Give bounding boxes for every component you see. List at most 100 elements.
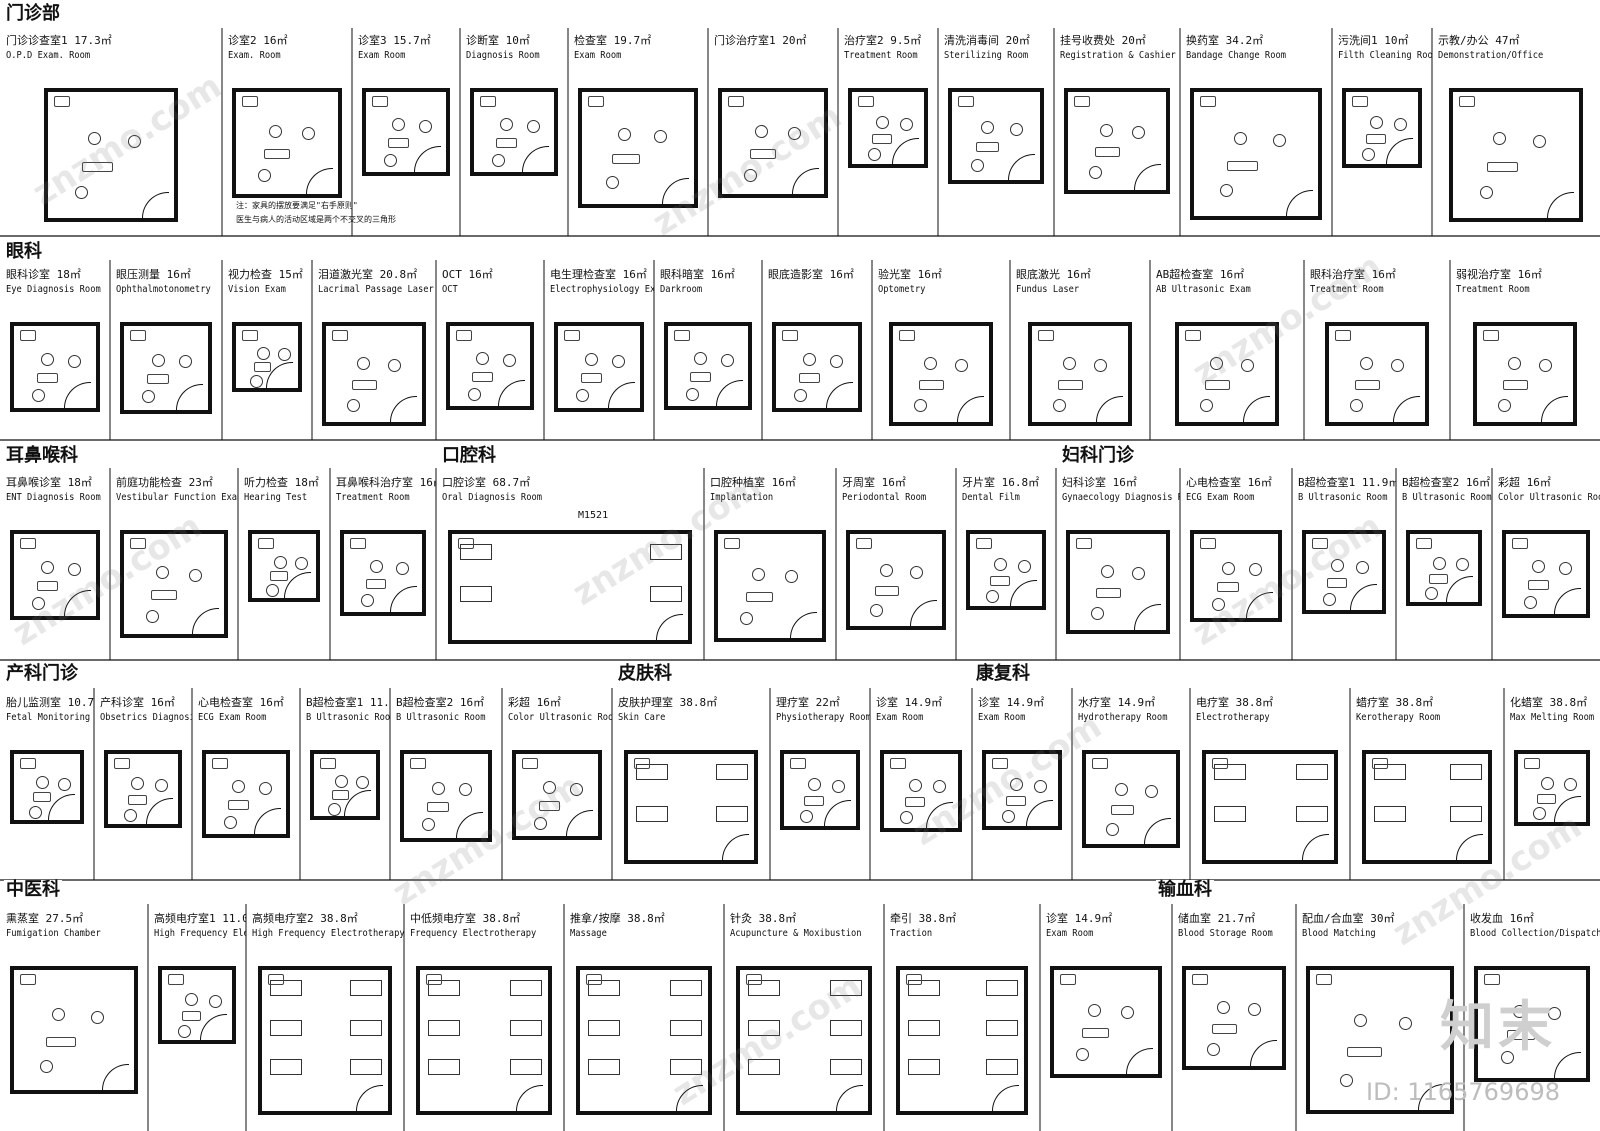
treatment-bed <box>1214 806 1246 822</box>
treatment-bed <box>650 544 682 560</box>
equipment <box>794 389 807 402</box>
desk <box>1096 588 1121 599</box>
room-name-cn: 眼科诊室 18㎡ <box>6 268 81 281</box>
chair <box>1217 1001 1231 1015</box>
floor-plan <box>10 750 84 824</box>
door-swing <box>48 794 75 821</box>
sink <box>480 96 496 107</box>
chair <box>1354 1014 1368 1028</box>
desk <box>496 137 518 148</box>
door-swing <box>1286 190 1313 217</box>
stool <box>90 1010 104 1024</box>
desk <box>1217 581 1240 592</box>
floor-plan <box>1082 750 1180 848</box>
room-name-en: Fumigation Chamber <box>6 928 101 939</box>
room-name-en: Implantation <box>710 492 774 503</box>
room-name-en: Vision Exam <box>228 284 286 295</box>
door-swing <box>498 380 525 407</box>
sink <box>458 538 474 549</box>
sink <box>1076 538 1092 549</box>
floor-plan <box>848 88 928 168</box>
room-name-en: Frequency Electrotherapy <box>410 928 537 939</box>
chair <box>41 353 54 366</box>
room-name-cn: 眼底激光 16㎡ <box>1016 268 1091 281</box>
sink <box>320 758 336 769</box>
stool <box>302 127 315 141</box>
desk <box>1082 1028 1109 1039</box>
sink <box>856 538 872 549</box>
room-name-en: Treatment Room <box>336 492 410 503</box>
sink <box>1074 96 1090 107</box>
chair <box>52 1008 66 1022</box>
treatment-bed <box>650 586 682 602</box>
floor-plan <box>1182 966 1286 1070</box>
floor-plan <box>44 88 178 222</box>
stool <box>570 782 583 796</box>
chair <box>1063 357 1077 371</box>
chair <box>88 132 102 146</box>
room-name-en: Bandage Change Room <box>1186 50 1286 61</box>
floor-plan <box>718 88 828 198</box>
equipment <box>145 609 159 623</box>
treatment-bed <box>270 1059 302 1076</box>
desk <box>151 590 177 601</box>
sink <box>958 96 974 107</box>
desk <box>1327 577 1348 588</box>
equipment <box>32 389 45 402</box>
room-name-en: Blood Collection/Dispatching <box>1470 928 1600 939</box>
floor-plan <box>966 530 1046 610</box>
chair <box>476 352 490 366</box>
stool <box>1009 122 1023 136</box>
door-swing <box>1010 580 1037 607</box>
room-name-en: Gynaecology Diagnosis Room <box>1062 492 1180 503</box>
stool <box>1273 134 1287 148</box>
floor-plan <box>889 322 993 426</box>
treatment-bed <box>588 1059 620 1076</box>
desk <box>472 371 494 382</box>
room-name-cn: 彩超 16㎡ <box>508 696 561 709</box>
equipment <box>1076 1048 1090 1062</box>
room-name-en: Darkroom <box>660 284 703 295</box>
door-swing <box>1144 818 1171 845</box>
floor-plan <box>1050 966 1162 1078</box>
room-name-en: Traction <box>890 928 933 939</box>
floor-plan <box>232 88 342 198</box>
desk <box>1507 1030 1535 1041</box>
equipment <box>383 153 397 167</box>
chair <box>1233 131 1247 145</box>
stool <box>1356 560 1370 574</box>
chair <box>755 125 768 138</box>
floor-plan <box>1406 530 1482 606</box>
equipment <box>1362 148 1375 161</box>
chair <box>431 781 445 795</box>
door-swing <box>254 808 281 835</box>
stool <box>208 994 222 1008</box>
equipment <box>346 398 360 412</box>
chair <box>980 120 994 134</box>
floor-plan <box>1064 88 1170 194</box>
floor-plan <box>258 966 392 1115</box>
room-name-en: O.P.D Exam. Room <box>6 50 91 61</box>
stool <box>258 782 272 796</box>
chair <box>36 776 50 790</box>
section-title-obs: 产科门诊 <box>4 663 80 684</box>
treatment-bed <box>636 806 668 822</box>
door-swing <box>836 1085 863 1112</box>
chair <box>185 993 199 1007</box>
room-name-cn: 电疗室 38.8㎡ <box>1196 696 1274 709</box>
door-swing <box>716 380 743 407</box>
sink <box>1483 330 1499 341</box>
chair <box>156 566 170 580</box>
section-title-eye: 眼科 <box>4 241 44 262</box>
floor-plan <box>104 750 182 828</box>
floor-plan <box>202 750 290 838</box>
